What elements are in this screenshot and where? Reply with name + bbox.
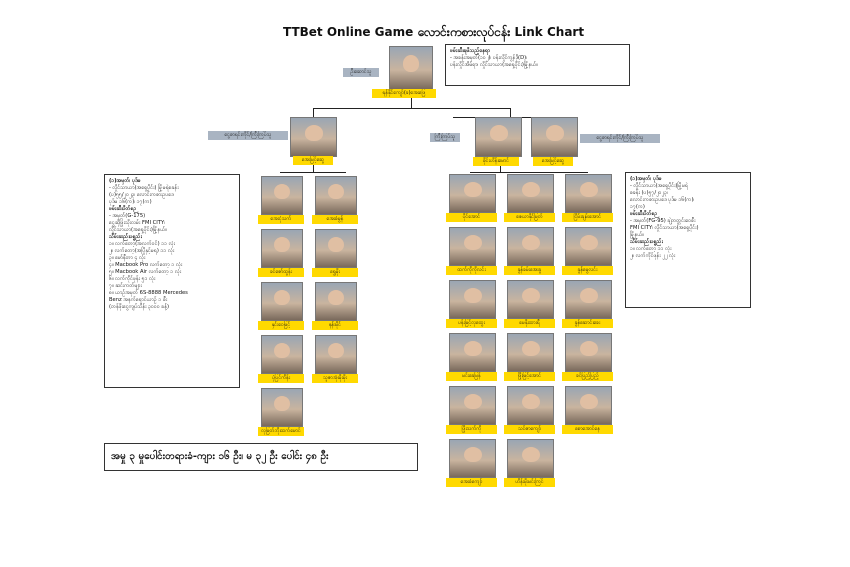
right-member-name-label: ငြိမ်းချမ်းအောင် <box>562 213 613 222</box>
left-member-photo <box>315 229 357 268</box>
connector-line <box>411 96 412 108</box>
right-member-name-label: သင်ဇာကျော် <box>504 425 555 434</box>
left-member-photo <box>261 176 303 215</box>
right-member-name-label: အေးစံကျော် <box>446 478 497 487</box>
right-member-name-label: ပန်းမြင့်လှထွေး <box>446 319 497 328</box>
left-member-photo <box>315 176 357 215</box>
right-member-photo <box>565 386 612 425</box>
connector-line <box>500 166 501 172</box>
connector-line <box>470 172 588 173</box>
left-member-name-label: ပုံပြင်ကိန်း <box>258 374 304 383</box>
left-lead-name-label: အေးမြင့်ဆွေ <box>293 156 333 165</box>
connector-line <box>313 164 314 172</box>
right-member-name-label: ဖြိုးသက်ကို <box>446 425 497 434</box>
right-member-photo <box>507 280 554 319</box>
mid-lead-name-label: စိုင်းဟိန်းမောင် <box>473 157 519 166</box>
left-member-photo <box>261 282 303 321</box>
left-lead-photo <box>290 117 337 157</box>
top-info-box: ဖမ်းဆီးရမိသည့်နေရာ - အခန်းအမှတ်(၁၀၂)၊ ပန… <box>445 44 630 86</box>
right-member-photo <box>565 227 612 266</box>
right-member-photo <box>507 333 554 372</box>
left-member-name-label: သူဇာအုံးမိုးမိုး <box>312 374 358 383</box>
connector-line <box>280 172 346 173</box>
leader-photo <box>389 46 433 90</box>
right-member-photo <box>507 439 554 478</box>
right-member-photo <box>507 386 554 425</box>
right-member-photo <box>507 227 554 266</box>
right-member-photo <box>565 333 612 372</box>
left-member-photo <box>315 335 357 374</box>
left-member-name-label: နန်းမိုင် <box>312 321 358 330</box>
right-member-name-label: ဇေယာနိုင်မြတ် <box>504 213 555 222</box>
right-member-photo <box>449 280 496 319</box>
right-case-info-box: (၁)အမှတ်၊ ပုဒ်မ - လှိုင်သာယာ(အရှေ့ပိုင်း… <box>625 172 751 308</box>
left-member-name-label: အေးငုံသက် <box>258 215 304 224</box>
right-member-name-label: ခင်ပြည့်ပြည့် <box>562 372 613 381</box>
right-member-name-label: ဟိန်းမိုးမင်းကြင် <box>504 478 555 487</box>
right-member-name-label: မင်းခေမြန် <box>446 372 497 381</box>
connector-line <box>313 108 314 117</box>
right-member-name-label: ထက်ကိုကိုလင်း <box>446 266 497 275</box>
left-member-name-label: အေးစံမွန် <box>312 215 358 224</box>
right-member-name-label: စောအောင်နေ <box>562 425 613 434</box>
left-member-name-label: ခင်ဇော်ထွန်း <box>258 268 304 277</box>
mid-lead-role-label: ကြီးကြပ်သူ <box>430 133 460 142</box>
right-member-photo <box>449 439 496 478</box>
mid-lead-photo <box>475 117 522 157</box>
right-member-photo <box>449 174 496 213</box>
summary-box: အမှု ၃ မှုပေါင်းတရားခံ-ကျား ၁၆ ဦး၊ မ ၃၂ … <box>104 443 418 471</box>
left-member-photo <box>261 335 303 374</box>
right-lead-name-label: အေးမြင့်ဆွေ <box>533 157 573 166</box>
right-lead-photo <box>531 117 578 157</box>
right-member-name-label: ခွန်ဆောင်းခေး <box>562 319 613 328</box>
connector-line <box>510 108 511 117</box>
left-member-name-label: ရွှေမိုး <box>312 268 358 277</box>
left-member-photo <box>261 229 303 268</box>
right-member-photo <box>507 174 554 213</box>
connector-line <box>313 108 510 109</box>
right-member-name-label: ဖြိုးမြင့်အောင် <box>504 372 555 381</box>
right-member-photo <box>565 174 612 213</box>
left-member-photo <box>261 388 303 427</box>
left-member-photo <box>315 282 357 321</box>
right-member-name-label: ခွန်ခမ်းအေးခွ <box>504 266 555 275</box>
right-lead-role-label: ငွေစာရင်းကိုင်/ကြီးကြပ်သူ <box>580 134 660 143</box>
right-member-photo <box>449 227 496 266</box>
right-member-name-label: ပိုင်အောင် <box>446 213 497 222</box>
right-member-photo <box>449 386 496 425</box>
right-member-name-label: ခွန်မွေလင်း <box>562 266 613 275</box>
left-member-name-label: လှမြတ်ဘိုးထက်မောင် <box>258 427 304 436</box>
right-member-photo <box>565 280 612 319</box>
leader-role-label: ဦးဆောင်သူ <box>343 68 379 77</box>
leader-name-label: ရန်နိုင်ကျော်(ခ)အေးဖြေ <box>372 89 436 98</box>
left-case-info-box: (၁)အမှတ်၊ ပုဒ်မ - လှိုင်သာယာ(အရှေ့ပိုင်း… <box>104 174 240 388</box>
left-lead-role-label: ငွေစာရင်းကိုင်/ကြီးကြပ်သူ <box>208 131 288 140</box>
chart-title: TTBet Online Game လောင်းကစားလုပ်ငန်း Lin… <box>283 25 585 39</box>
left-member-name-label: နှင်းဝေမြင့် <box>258 321 304 330</box>
right-member-photo <box>449 333 496 372</box>
right-member-name-label: မေနိုးထားရီ <box>504 319 555 328</box>
